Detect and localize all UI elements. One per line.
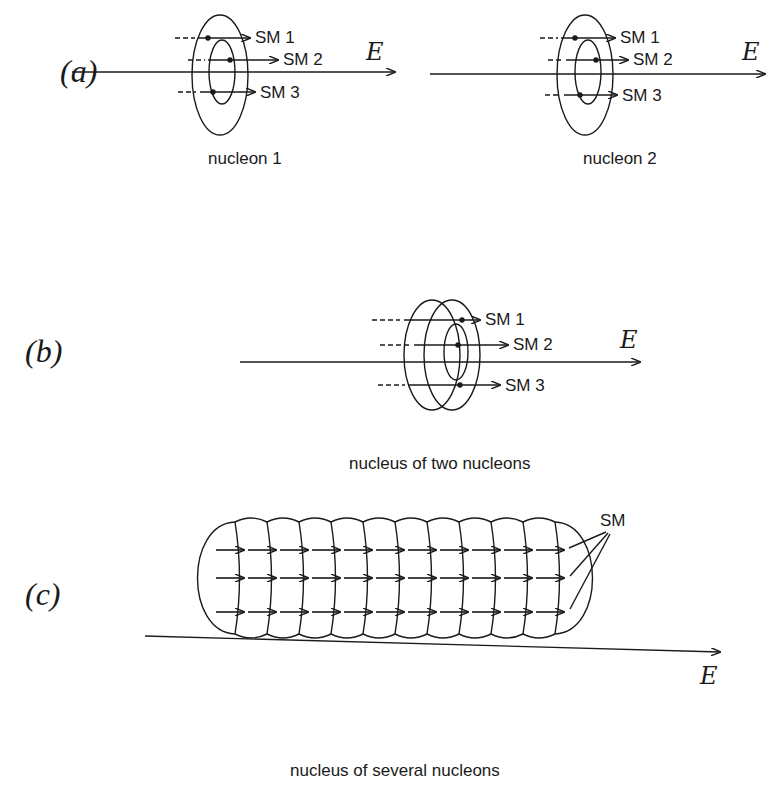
- nucleus-outline: [235, 518, 555, 522]
- panel-letter: (b): [25, 335, 62, 367]
- spin-label: SM 1: [485, 311, 525, 328]
- leader-line: [570, 534, 610, 609]
- spin-label: SM 2: [283, 51, 323, 68]
- spin-arrow: [561, 37, 615, 38]
- field-label: E: [620, 328, 638, 352]
- spin-label: SM 3: [505, 377, 545, 394]
- leader-line: [569, 532, 606, 548]
- nucleon-caption: nucleon 2: [583, 150, 657, 167]
- field-label: E: [700, 664, 718, 688]
- nucleon-ring: [192, 15, 248, 135]
- spin-arrow: [404, 319, 480, 320]
- field-axis: [240, 361, 640, 362]
- spin-arrow: [208, 59, 278, 60]
- spin-label: SM: [600, 512, 626, 529]
- panel-letter: (c): [25, 578, 61, 610]
- spin-label: SM 1: [255, 29, 295, 46]
- field-label: E: [366, 40, 384, 64]
- spin-arrow: [414, 344, 508, 345]
- spin-label: SM 2: [633, 51, 673, 68]
- panel-letter: (a): [60, 55, 97, 87]
- nucleon-ring-inner: [444, 324, 468, 380]
- spin-arrow: [564, 94, 617, 95]
- spin-label: SM 1: [620, 29, 660, 46]
- nucleus-outline: [235, 634, 555, 638]
- spin-label: SM 3: [260, 84, 300, 101]
- nucleon-ring: [557, 15, 613, 135]
- field-axis: [145, 636, 720, 652]
- spin-label: SM 3: [622, 87, 662, 104]
- field-axis: [430, 73, 765, 74]
- field-label: E: [742, 40, 760, 64]
- nucleus-caption: nucleus of two nucleons: [349, 455, 530, 472]
- nucleon-ring-inner: [209, 40, 235, 104]
- field-axis: [72, 71, 395, 72]
- spin-arrow: [200, 91, 255, 92]
- nucleon-caption: nucleon 1: [208, 150, 282, 167]
- nucleus-caption: nucleus of several nucleons: [290, 762, 500, 779]
- spin-arrow: [409, 384, 500, 385]
- spin-label: SM 2: [513, 336, 553, 353]
- leader-line: [570, 533, 608, 576]
- nucleon-ring: [424, 300, 480, 410]
